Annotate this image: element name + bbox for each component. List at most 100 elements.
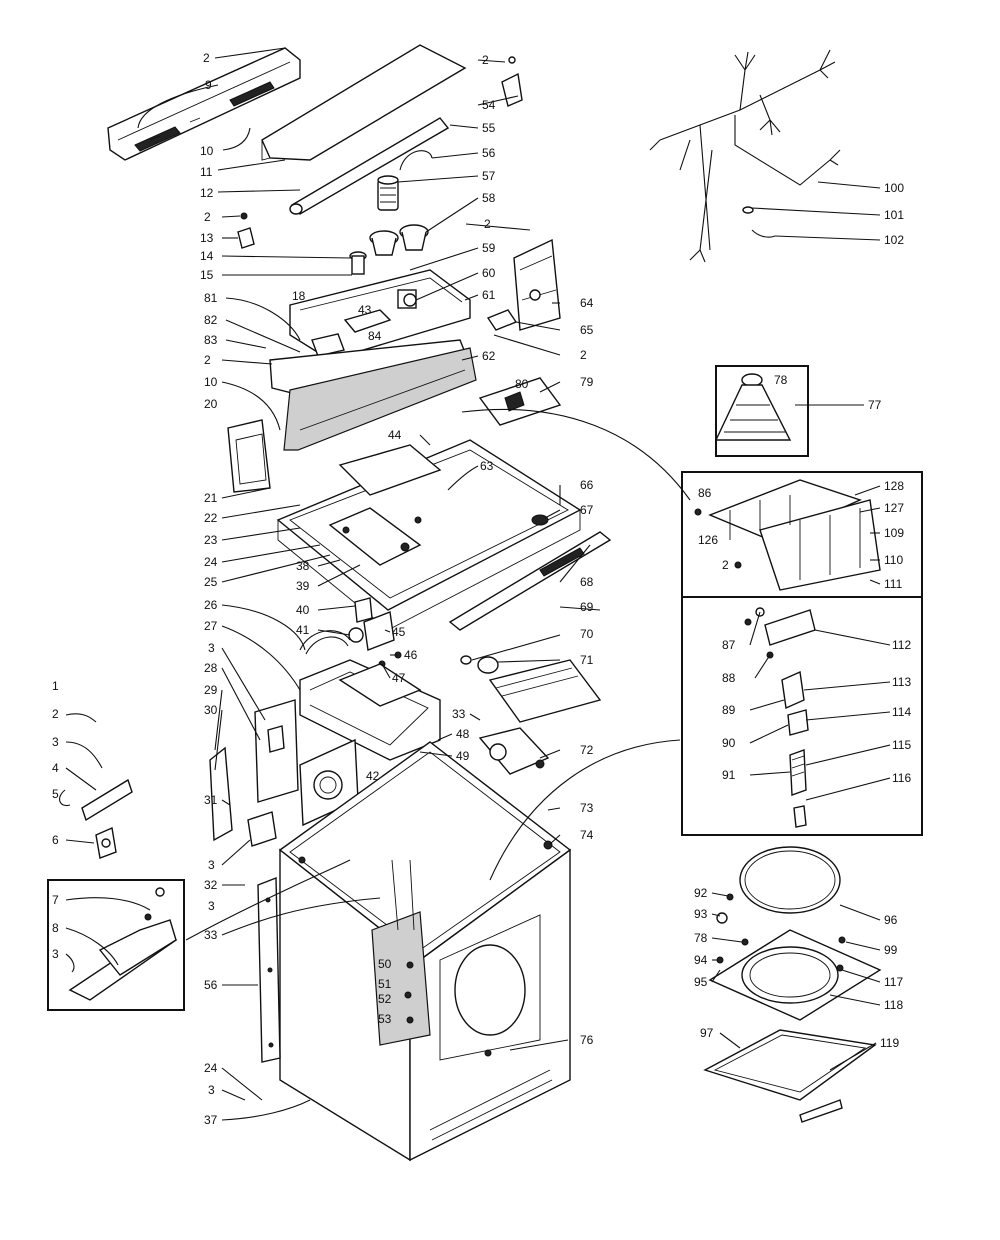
label-3: 3 [208,858,215,872]
base-assembly [703,846,882,1123]
label-99: 99 [884,943,898,957]
label-53: 53 [378,1012,392,1026]
label-43: 43 [358,303,372,317]
label-49: 49 [456,749,470,763]
label-91: 91 [722,768,736,782]
label-33: 33 [204,928,218,942]
label-71: 71 [580,653,594,667]
label-127: 127 [884,501,904,515]
label-110: 110 [884,553,903,567]
label-50: 50 [378,957,392,971]
front-panel-62 [269,339,477,451]
label-23: 23 [204,533,218,547]
label-70: 70 [580,627,594,641]
label-65: 65 [580,323,594,337]
label-12: 12 [200,186,214,200]
label-40: 40 [296,603,310,617]
label-2: 2 [204,210,211,224]
label-45: 45 [392,625,406,639]
label-112: 112 [892,638,911,652]
side-panel-56 [257,876,281,1063]
label-14: 14 [200,249,214,263]
label-15: 15 [200,268,214,282]
label-83: 83 [204,333,218,347]
small-parts-40-47 [348,597,402,668]
label-4: 4 [52,761,59,775]
label-63: 63 [480,459,494,473]
label-8: 8 [52,921,59,935]
label-24: 24 [204,1061,218,1075]
timer-bracket-64 [513,238,561,331]
cabinet [278,741,572,1162]
label-18: 18 [292,289,306,303]
label-6: 6 [52,833,59,847]
label-102: 102 [884,233,904,247]
left-small-parts [59,778,133,859]
label-101: 101 [884,208,904,222]
label-27: 27 [204,619,218,633]
label-115: 115 [892,738,911,752]
label-11: 11 [200,165,213,179]
wire-harness [649,49,841,263]
inset-box-lid-switch [681,596,923,836]
agitator [714,365,809,457]
brackets-28-29 [209,699,299,847]
label-54: 54 [482,98,496,112]
label-2: 2 [580,348,587,362]
label-86: 86 [698,486,712,500]
label-81: 81 [204,291,218,305]
label-80: 80 [515,377,529,391]
label-60: 60 [482,266,496,280]
label-10: 10 [204,375,218,389]
hinge-strip-68 [448,531,612,631]
label-96: 96 [884,913,898,927]
label-62: 62 [482,349,496,363]
label-109: 109 [884,526,904,540]
label-93: 93 [694,907,708,921]
label-92: 92 [694,886,708,900]
label-58: 58 [482,191,496,205]
label-78: 78 [774,373,788,387]
label-41: 41 [296,623,310,637]
leader-lines [137,47,891,1121]
label-3: 3 [52,735,59,749]
label-22: 22 [204,511,218,525]
label-97: 97 [700,1026,714,1040]
control-housing [289,269,471,361]
label-3: 3 [208,1083,215,1097]
label-52: 52 [378,992,392,1006]
label-117: 117 [884,975,903,989]
label-9: 9 [205,78,212,92]
label-51: 51 [378,977,392,991]
label-95: 95 [694,975,708,989]
valve-part [377,175,399,211]
label-64: 64 [580,296,594,310]
pump-72 [478,727,550,775]
label-90: 90 [722,736,736,750]
label-3: 3 [208,899,215,913]
label-100: 100 [884,181,904,195]
label-37: 37 [204,1113,218,1127]
label-31: 31 [204,793,218,807]
label-113: 113 [892,675,911,689]
label-2: 2 [203,51,210,65]
label-88: 88 [722,671,736,685]
dispenser-cups [369,224,429,256]
label-82: 82 [204,313,218,327]
inset-box-left [47,879,185,1011]
label-32: 32 [204,878,218,892]
label-48: 48 [456,727,470,741]
label-114: 114 [892,705,911,719]
top-cover [276,439,582,631]
label-2: 2 [484,217,491,231]
label-69: 69 [580,600,594,614]
label-118: 118 [884,998,903,1012]
tub-48 [299,659,441,761]
label-78: 78 [694,931,708,945]
label-61: 61 [482,288,496,302]
label-111: 111 [884,577,903,591]
knob-14 [349,251,367,275]
label-2: 2 [204,353,211,367]
console-top-cover [261,44,467,161]
